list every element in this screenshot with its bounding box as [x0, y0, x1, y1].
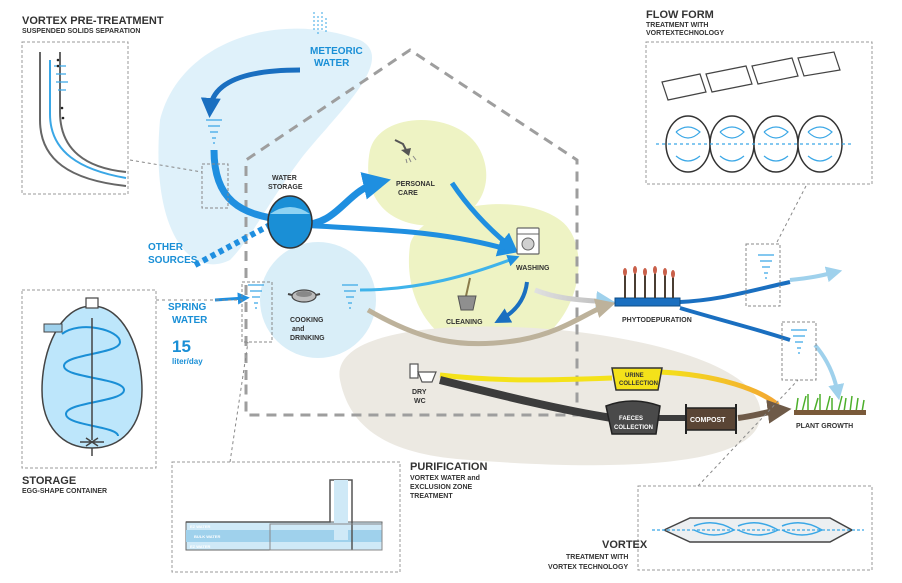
cooking-to-phyto-flow [366, 298, 616, 347]
cooking-water-zone [260, 242, 376, 358]
phytodepuration-label: PHYTODEPURATION [622, 317, 692, 324]
vortex-icon-outflow-upper [758, 254, 774, 279]
faeces-label-2: COLLECTION [614, 425, 653, 431]
flowform-water-swirls [656, 126, 852, 162]
washing-machine-icon [516, 227, 540, 255]
compost-label: COMPOST [690, 417, 726, 424]
wc-to-faeces-flow [439, 376, 613, 422]
dry-wc-label-2: WC [414, 398, 426, 405]
storage-title: STORAGE [22, 475, 76, 487]
meteoric-label-1: METEORIC [310, 46, 363, 57]
personal-care-label-1: PERSONAL [396, 181, 436, 188]
other-sources-label-2: SOURCES [148, 255, 198, 266]
flowform-subtitle-2: VORTEXTECHNOLOGY [646, 30, 725, 37]
cleaning-label: CLEANING [446, 319, 483, 326]
vortex-title: VORTEX [602, 539, 648, 551]
dry-wc-zone [339, 326, 761, 466]
compost-to-plants-flow [737, 399, 792, 424]
spring-water-label-1: SPRING [168, 302, 207, 313]
vortex-icon-spring [248, 284, 264, 309]
spring-to-cooking-flow [214, 292, 250, 305]
storage-subtitle: EGG-SHAPE CONTAINER [22, 488, 107, 495]
meteoric-label-2: WATER [314, 58, 350, 69]
phyto-to-plants-outflow [813, 343, 845, 401]
purification-panel [171, 461, 401, 573]
spring-amount: 15 [172, 337, 191, 356]
flowform-cascade-illustration [661, 51, 841, 101]
urine-label-1: URINE [625, 373, 644, 379]
pretreatment-panel [21, 41, 129, 195]
egg-container-illustration [41, 297, 143, 456]
storage-to-washing-flow [299, 222, 518, 257]
washing-to-cleaning-flow [494, 281, 529, 324]
vortex-tube-illustration [652, 517, 864, 543]
vortex-icon-pretreatment [206, 119, 222, 144]
pretreatment-connector-box [201, 163, 229, 209]
cooking-pot-icon [287, 289, 321, 303]
soil-strip [794, 410, 866, 415]
wc-to-urine-flow [439, 372, 613, 383]
faeces-label-1: FAECES [619, 416, 643, 422]
vortex-subtitle-1: TREATMENT WITH [566, 554, 628, 561]
purification-pipe-illustration [185, 479, 383, 551]
purification-title: PURIFICATION [410, 461, 487, 473]
outflow-vortex-box-lower [781, 321, 817, 381]
cooking-label-3: DRINKING [290, 335, 325, 342]
urine-collection-box [611, 367, 663, 391]
spring-water-label-2: WATER [172, 315, 208, 326]
personal-care-to-washing-flow [449, 181, 519, 254]
compost-box [685, 404, 737, 434]
bulk-water-label: BULK WATER [194, 534, 220, 539]
meteoric-flow-arrow [200, 67, 301, 118]
personal-care-zone [368, 120, 487, 226]
water-storage-tank [267, 195, 313, 249]
flowform-subtitle-1: TREATMENT WITH [646, 22, 708, 29]
phytodepuration-bed [614, 266, 681, 307]
house-outline [244, 48, 579, 417]
flowform-title: FLOW FORM [646, 9, 714, 21]
grass-icon [795, 394, 865, 413]
personal-care-label-2: CARE [398, 190, 418, 197]
faeces-collection-box [605, 400, 661, 435]
ez-water-bottom-label: EZ WATER [190, 544, 210, 549]
cooking-to-washing-flow [359, 254, 520, 292]
spring-unit: liter/day [172, 357, 203, 366]
pretreatment-title: VORTEX PRE-TREATMENT [22, 15, 164, 27]
ez-water-top-label: EZ WATER [190, 524, 210, 529]
purification-line-3: TREATMENT [410, 493, 453, 500]
vortex-icon-outflow-lower [791, 329, 807, 354]
rain-icon [313, 12, 327, 36]
panel-connectors [129, 159, 807, 487]
plant-growth-label: PLANT GROWTH [796, 423, 853, 430]
urine-label-2: COLLECTION [619, 381, 658, 387]
pretreatment-pipe-illustration [39, 52, 127, 187]
washing-label: WASHING [516, 265, 550, 272]
purification-line-1: VORTEX WATER and [410, 475, 480, 482]
spring-vortex-box [241, 281, 273, 343]
cleaning-bucket-icon [457, 277, 477, 311]
phyto-upper-outflow [679, 280, 791, 304]
phyto-lower-outflow [679, 306, 791, 342]
shower-icon [394, 139, 417, 164]
vortex-icon-cooking [342, 284, 358, 309]
outflow-vortex-box-upper [745, 243, 781, 307]
cooking-label-1: COOKING [290, 317, 324, 324]
dry-wc-label-1: DRY [412, 389, 427, 396]
cooking-label-2: and [292, 326, 304, 333]
purification-line-2: EXCLUSION ZONE [410, 484, 473, 491]
phyto-to-vortex-outflow [789, 266, 843, 283]
pretreatment-subtitle: SUSPENDED SOLIDS SEPARATION [22, 28, 140, 35]
water-storage-label-2: STORAGE [268, 184, 303, 191]
other-sources-label-1: OTHER [148, 242, 184, 253]
vortex-subtitle-2: VORTEX TECHNOLOGY [548, 564, 628, 571]
dry-wc-icon [409, 363, 437, 383]
water-storage-label-1: WATER [272, 175, 297, 182]
